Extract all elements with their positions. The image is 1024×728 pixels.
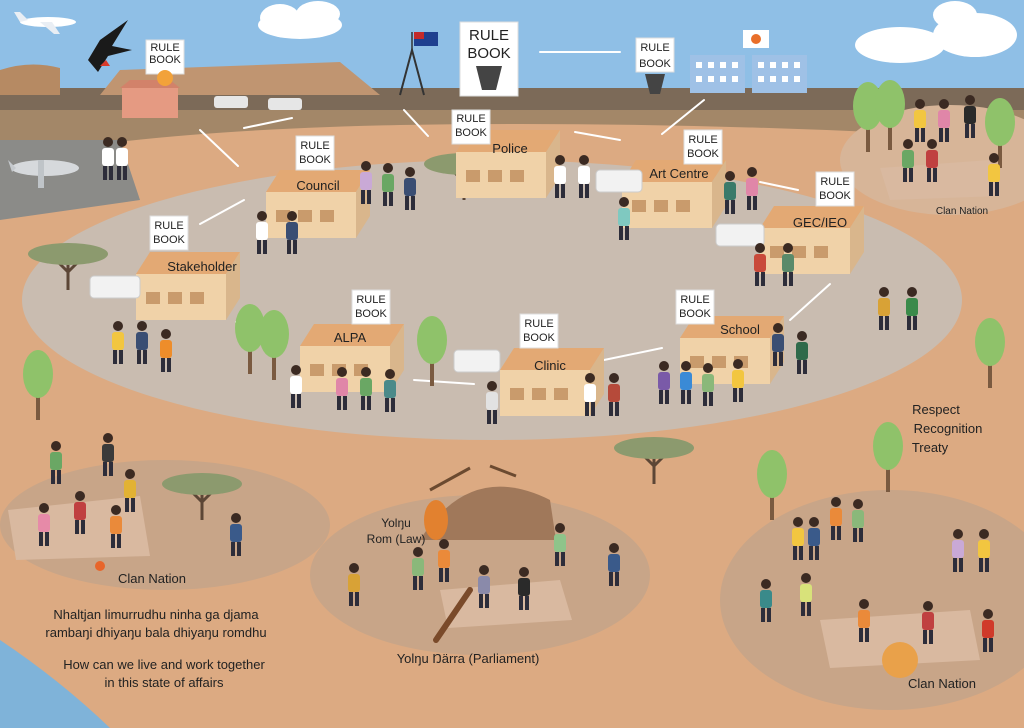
didgeridoo xyxy=(433,587,473,643)
black-cockatoo-icon xyxy=(88,20,132,72)
value-recognition: Recognition xyxy=(914,421,983,436)
school-label: School xyxy=(720,322,760,337)
rule-book-gec: RULE BOOK xyxy=(815,171,855,207)
svg-text:BOOK: BOOK xyxy=(299,154,331,166)
gec-label: GEC/IEO xyxy=(793,215,847,230)
parliament-house xyxy=(399,32,438,96)
alpa-label: ALPA xyxy=(334,330,367,345)
rule-book-art-centre: RULE BOOK xyxy=(683,129,723,165)
bush-shelter xyxy=(420,464,556,540)
rule-book-school: RULE BOOK xyxy=(675,289,715,325)
government-offices xyxy=(690,30,807,93)
svg-text:BOOK: BOOK xyxy=(679,308,711,320)
svg-text:RULE: RULE xyxy=(688,134,717,146)
stakeholder-label: Stakeholder xyxy=(167,259,237,274)
rule-book-land-council: RULE BOOK xyxy=(145,39,185,86)
rule-book-government: RULE BOOK xyxy=(635,37,675,94)
value-treaty: Treaty xyxy=(912,440,949,455)
svg-text:RULE: RULE xyxy=(300,140,329,152)
svg-text:RULE: RULE xyxy=(154,220,183,232)
rule-book-federal: RULE BOOK xyxy=(459,21,519,97)
rule-book-stakeholder: RULE BOOK xyxy=(149,215,189,251)
vehicles xyxy=(89,169,765,373)
clan-nation-label-left: Clan Nation xyxy=(118,571,186,586)
yolngu-rom-label-line1: Yolŋu xyxy=(381,516,411,530)
svg-text:RULE: RULE xyxy=(469,27,509,44)
svg-text:RULE: RULE xyxy=(820,176,849,188)
yolngu-rom-label-line2: Rom (Law) xyxy=(367,532,426,546)
svg-text:BOOK: BOOK xyxy=(153,234,185,246)
svg-text:BOOK: BOOK xyxy=(819,190,851,202)
svg-text:RULE: RULE xyxy=(456,113,485,125)
svg-text:BOOK: BOOK xyxy=(687,148,719,160)
value-respect: Respect xyxy=(912,402,960,417)
clinic-label: Clinic xyxy=(534,358,566,373)
rule-book-police: RULE BOOK xyxy=(451,109,491,145)
svg-text:BOOK: BOOK xyxy=(355,308,387,320)
rule-book-alpa: RULE BOOK xyxy=(351,289,391,325)
yolngu-question-line1: Nhaltjan limurrudhu ninha ga djama xyxy=(53,607,259,622)
light-aircraft-icon xyxy=(8,160,79,188)
campfires xyxy=(95,561,918,678)
svg-text:RULE: RULE xyxy=(150,42,179,54)
svg-text:BOOK: BOOK xyxy=(455,127,487,139)
yolngu-question-line2: rambaŋi dhiyaŋu bala dhiyaŋu romdhu xyxy=(45,625,266,640)
svg-text:BOOK: BOOK xyxy=(639,58,671,70)
rule-book-clinic: RULE BOOK xyxy=(519,313,559,349)
english-question-line2: in this state of affairs xyxy=(105,675,224,690)
rule-book-council: RULE BOOK xyxy=(295,135,335,171)
svg-text:BOOK: BOOK xyxy=(523,332,555,344)
council-label: Council xyxy=(296,178,339,193)
english-question-line1: How can we live and work together xyxy=(63,657,265,672)
art-centre-label: Art Centre xyxy=(649,166,708,181)
clan-nation-label-top: Clan Nation xyxy=(936,206,988,217)
airplane-icon xyxy=(14,12,76,34)
land-council-building xyxy=(120,80,180,118)
water xyxy=(0,640,110,728)
clan-nation-label-right: Clan Nation xyxy=(908,676,976,691)
clouds xyxy=(258,1,1017,63)
svg-text:RULE: RULE xyxy=(524,318,553,330)
svg-text:RULE: RULE xyxy=(640,42,669,54)
yolngu-parliament-label: Yolŋu Ŋärra (Parliament) xyxy=(397,651,540,666)
svg-text:BOOK: BOOK xyxy=(149,54,181,66)
police-label: Police xyxy=(492,141,527,156)
svg-text:RULE: RULE xyxy=(680,294,709,306)
svg-text:RULE: RULE xyxy=(356,294,385,306)
svg-text:BOOK: BOOK xyxy=(467,45,510,62)
vehicles-far xyxy=(214,96,302,110)
